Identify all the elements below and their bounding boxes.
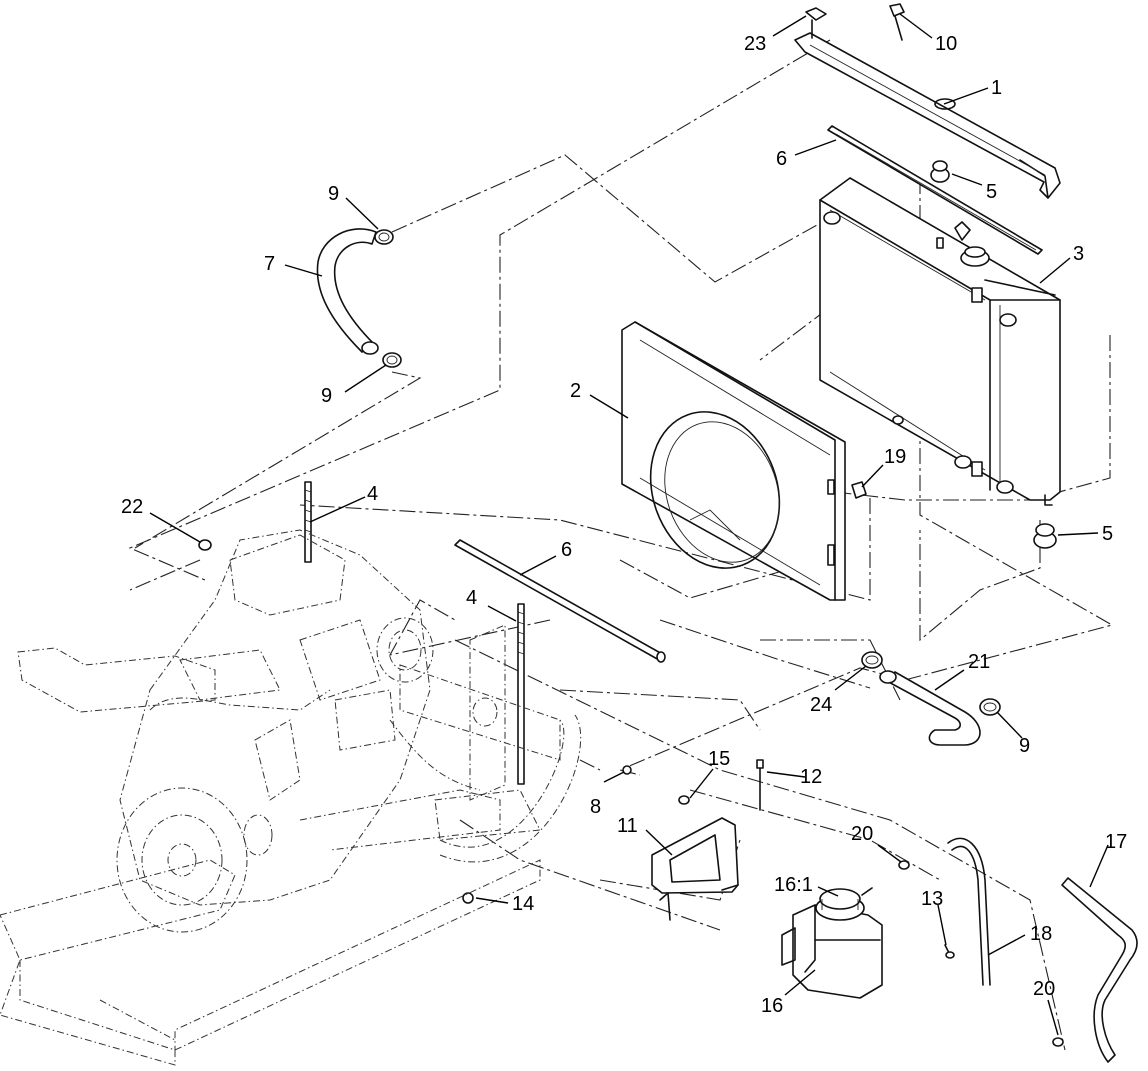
callout-21: 21 (968, 651, 990, 673)
assembly-centerlines (128, 39, 1114, 1051)
leader-lines (149, 13, 1109, 1036)
part-11-tank-bracket (651, 817, 739, 921)
callout-12: 12 (800, 766, 822, 788)
part-4-stud-right (517, 603, 525, 785)
callout-5-bottom: 5 (1102, 523, 1113, 545)
part-9-hose-clamp-upper (374, 229, 394, 245)
part-18-overflow-hose (947, 837, 991, 986)
part-20-clamp-lower (1052, 1037, 1064, 1047)
callout-17: 17 (1105, 831, 1127, 853)
part-1-top-bracket (794, 32, 1061, 199)
part-7-upper-hose (316, 228, 379, 355)
callout-6-top: 6 (776, 148, 787, 170)
part-21-lower-hose (879, 670, 981, 746)
part-10-bolt (889, 3, 905, 41)
callout-9-radiator-hose: 9 (1019, 735, 1030, 757)
callout-23: 23 (744, 33, 766, 55)
part-14-nut (462, 892, 474, 904)
callout-labels: 23 10 1 6 5 3 9 7 9 2 19 5 22 4 6 4 21 2… (121, 33, 1127, 1017)
part-23-clip (805, 7, 827, 39)
part-8-spacer (622, 765, 632, 775)
callout-16: 16 (761, 995, 783, 1017)
part-24-hose-clamp (861, 651, 883, 669)
part-5-grommet-top (930, 160, 950, 183)
callout-11: 11 (617, 815, 638, 837)
callout-10: 10 (935, 33, 957, 55)
callout-9-upper-hose: 9 (328, 183, 339, 205)
engine-assembly (0, 529, 582, 1066)
part-15-nut (678, 795, 690, 805)
callout-4-left: 4 (367, 483, 378, 505)
callout-20-upper: 20 (851, 823, 873, 845)
part-9-hose-clamp-radiator (979, 698, 1001, 716)
callout-5-top: 5 (986, 181, 997, 203)
callout-4-right: 4 (466, 587, 477, 609)
callout-19: 19 (884, 446, 906, 468)
callout-20-lower: 20 (1033, 978, 1055, 1000)
callout-16-1: 16:1 (774, 874, 813, 896)
part-22-nut (198, 539, 212, 551)
callout-2: 2 (570, 380, 581, 402)
part-3-radiator (819, 177, 1061, 506)
callout-24: 24 (810, 694, 832, 716)
callout-14: 14 (512, 893, 534, 915)
part-16-reservoir-tank (781, 887, 883, 999)
part-20-clamp-upper (898, 860, 910, 870)
part-17-hose (1061, 877, 1138, 1063)
callout-3: 3 (1073, 243, 1084, 265)
part-6-seal-strip-top (827, 125, 1043, 255)
callout-1: 1 (991, 77, 1002, 99)
part-2-fan-shroud (621, 321, 846, 601)
part-9-hose-clamp-lower (382, 352, 402, 368)
callout-8: 8 (590, 796, 601, 818)
callout-13: 13 (921, 888, 943, 910)
part-12-bolt (756, 759, 764, 811)
callout-18: 18 (1030, 923, 1052, 945)
callout-7: 7 (264, 253, 275, 275)
callout-6-middle: 6 (561, 539, 572, 561)
part-6-rod-middle (454, 539, 666, 663)
part-5-grommet-bottom (1033, 523, 1057, 549)
callout-15: 15 (708, 748, 730, 770)
part-13-screw (944, 944, 955, 959)
callout-22: 22 (121, 496, 143, 518)
callout-9-lower-hose: 9 (321, 385, 332, 407)
